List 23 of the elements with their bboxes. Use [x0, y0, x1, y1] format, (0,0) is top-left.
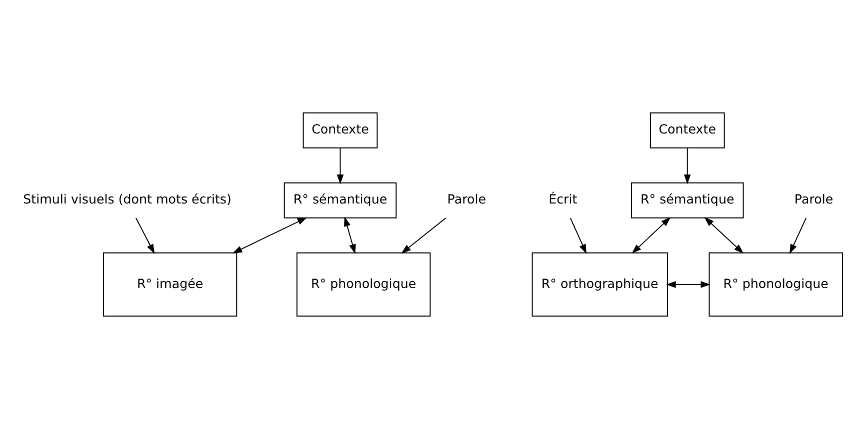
arrow	[789, 217, 807, 254]
node-box: Contexte	[650, 112, 725, 148]
node-box: R° imagée	[102, 252, 238, 316]
node-box: R° sémantique	[284, 182, 397, 218]
arrow	[232, 216, 308, 253]
node-box: R° sémantique	[630, 182, 744, 218]
arrow	[570, 217, 587, 254]
arrow	[401, 217, 446, 254]
node-text: Parole	[794, 191, 834, 206]
node-box: Contexte	[302, 112, 378, 148]
node-text: Stimuli visuels (dont mots écrits)	[23, 191, 232, 206]
arrow	[135, 217, 155, 254]
node-text: Écrit	[548, 191, 578, 206]
node-box: R° phonologique	[296, 252, 431, 316]
arrow	[336, 147, 344, 184]
node-text: Parole	[447, 191, 486, 206]
arrow	[344, 216, 356, 254]
arrow	[704, 216, 744, 254]
node-box: R° phonologique	[708, 252, 843, 316]
arrow	[632, 216, 671, 254]
arrow	[666, 280, 710, 288]
node-box: R° orthographique	[532, 252, 668, 316]
arrow	[684, 147, 691, 184]
